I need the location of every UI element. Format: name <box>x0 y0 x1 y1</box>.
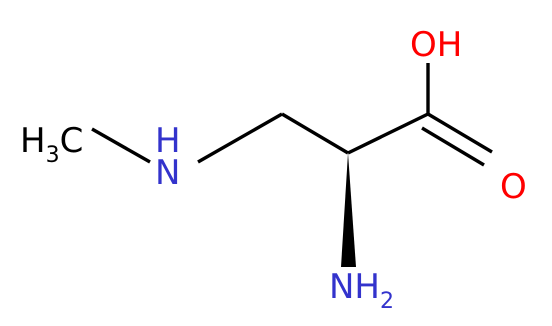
bond-alpha-carboxyl <box>347 112 429 155</box>
hydroxyl-label: OH <box>410 25 462 65</box>
amine-n-label: N <box>155 153 180 193</box>
methyl-label: H3C <box>20 121 83 168</box>
bond-n-ch2 <box>197 112 283 164</box>
amine-h-label: H <box>155 121 181 161</box>
amino-label: NH2 <box>329 267 394 314</box>
bond-carbonyl-1 <box>427 112 493 154</box>
bond-methyl-n <box>91 127 151 164</box>
bond-ch2-alpha <box>281 112 349 155</box>
atom-labels: H3C N H NH2 OH O <box>20 25 527 314</box>
bonds <box>91 63 493 267</box>
wedge-bond-amino <box>341 153 356 267</box>
carbonyl-o-label: O <box>500 167 527 207</box>
bond-carbonyl-2 <box>421 126 485 167</box>
